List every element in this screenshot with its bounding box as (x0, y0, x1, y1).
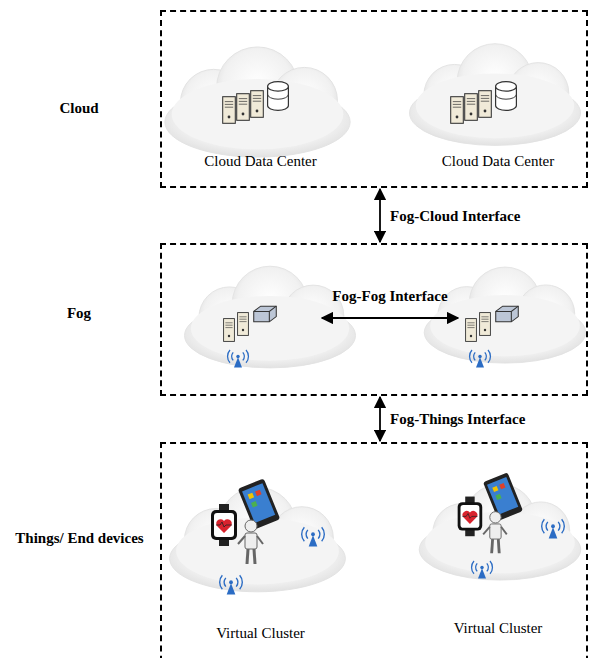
node-label: Cloud Data Center (165, 152, 356, 170)
layer-band: CloudCloud Data Center Cloud Data Center (0, 10, 597, 188)
cluster-node: Cloud Data Center (405, 35, 591, 170)
node-label: Virtual Cluster (165, 624, 356, 642)
interface-label: Fog-Fog Interface (330, 287, 449, 305)
layer-band: Things/ End devicesVirtual Cluster Virtua… (0, 442, 597, 658)
cluster-node: Cloud Data Center (165, 40, 356, 170)
band-title: Fog (4, 304, 154, 323)
node-label: Virtual Cluster (405, 619, 591, 637)
interface-label: Fog-Things Interface (388, 410, 527, 428)
interface-label: Fog-Cloud Interface (388, 207, 522, 225)
band-title: Things/ End devices (12, 529, 147, 548)
node-label: Cloud Data Center (405, 152, 591, 170)
layer-band: Fog (0, 243, 597, 396)
interface-arrow (379, 397, 381, 441)
band-frame (160, 243, 588, 396)
interface-arrow (379, 189, 381, 242)
cluster-node: Virtual Cluster (405, 467, 591, 637)
band-title: Cloud (4, 99, 154, 118)
cluster-node: Virtual Cluster (165, 472, 356, 642)
